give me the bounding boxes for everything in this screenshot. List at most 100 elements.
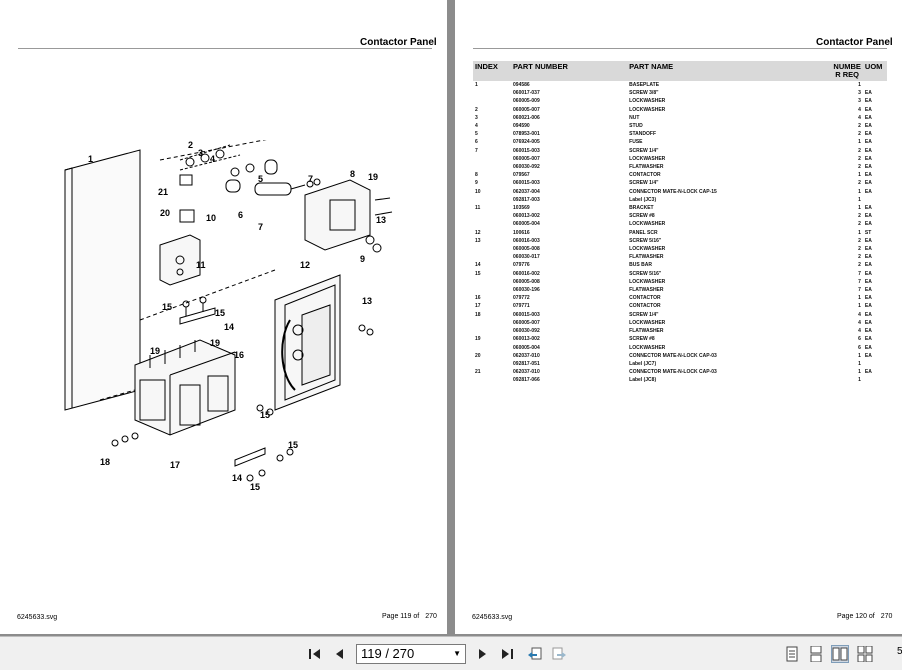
cell-uom: EA <box>864 270 872 277</box>
cell-qty: 1 <box>858 352 861 359</box>
callout-1: 1 <box>88 154 93 164</box>
cell-uom: EA <box>864 205 872 212</box>
callout-15d: 15 <box>288 440 298 450</box>
cell-uom: EA <box>864 172 872 179</box>
right-footer-total: 270 <box>880 613 893 620</box>
page-number-select[interactable]: 119 / 270 ▼ <box>356 644 466 664</box>
cell-index <box>473 97 511 105</box>
continuous-view-icon[interactable] <box>807 645 825 663</box>
cell-part-number: 062037-004 <box>513 188 540 195</box>
cell-qty: 1 <box>858 188 861 195</box>
cell-part-number: 060005-004 <box>513 221 540 228</box>
cell-part-number: 094590 <box>513 123 530 130</box>
cell-qty: 7 <box>858 270 861 277</box>
cell-part-number: 060015-003 <box>513 311 540 318</box>
cell-index: 2 <box>475 106 478 113</box>
cell-qty: 1 <box>858 205 861 212</box>
next-page-icon[interactable] <box>474 645 492 663</box>
cell-qty: 1 <box>858 360 861 367</box>
cell-part-number: 078953-001 <box>513 131 540 138</box>
last-page-icon[interactable] <box>498 645 516 663</box>
callout-20: 20 <box>160 208 170 218</box>
cell-qty: 1 <box>858 369 861 376</box>
cell-qty: 4 <box>858 328 861 335</box>
cell-qty: 2 <box>858 180 861 187</box>
callout-6: 6 <box>238 210 243 220</box>
cell-index: 12 <box>475 229 481 236</box>
cell-index <box>473 89 511 97</box>
viewer-toolbar: 119 / 270 ▼ <box>0 636 902 670</box>
cell-part-name: SCREW 5/16" <box>629 270 662 277</box>
callout-14a: 14 <box>224 322 234 332</box>
cell-part-name: CONNECTOR MATE-N-LOCK CAP-15 <box>629 188 717 195</box>
right-footer-page: Page 120 of 270 <box>837 613 892 620</box>
cell-part-number: 060030-196 <box>513 287 540 294</box>
cell-part-name: SCREW #8 <box>629 336 655 343</box>
left-footer-total: 270 <box>425 613 437 620</box>
cell-part-name: SCREW 5/16" <box>629 237 662 244</box>
callout-7a: 7 <box>258 222 263 232</box>
cell-qty: 2 <box>858 155 861 162</box>
cell-uom <box>863 376 887 384</box>
cell-part-name: Label (JC3) <box>629 196 657 203</box>
right-footer-page-text: Page 120 of <box>837 613 875 620</box>
prev-page-icon[interactable] <box>330 645 348 663</box>
cell-index: 8 <box>475 172 478 179</box>
cell-uom: EA <box>864 106 872 113</box>
cell-uom: EA <box>864 262 872 269</box>
cell-uom <box>863 360 887 368</box>
cell-index: 14 <box>475 262 481 269</box>
cell-uom: EA <box>864 287 872 294</box>
go-back-icon[interactable] <box>526 645 544 663</box>
callout-4: 4 <box>210 154 215 164</box>
cell-uom: EA <box>864 147 872 154</box>
cell-part-name: SCREW 3/8" <box>629 90 659 97</box>
right-page-title: Contactor Panel <box>816 37 893 48</box>
cell-part-number: 092817-066 <box>513 377 540 384</box>
go-forward-icon[interactable] <box>550 645 568 663</box>
left-header-rule <box>18 48 432 49</box>
cell-part-number: 100616 <box>513 229 530 236</box>
cell-part-number: 076924-005 <box>513 139 540 146</box>
cell-part-number: 060030-017 <box>513 254 540 261</box>
cell-qty: 2 <box>858 131 861 138</box>
cell-part-number: 060013-002 <box>513 213 540 220</box>
cell-index <box>473 360 511 368</box>
continuous-facing-view-icon[interactable] <box>856 645 874 663</box>
cell-qty: 2 <box>858 123 861 130</box>
callout-15c: 15 <box>260 410 270 420</box>
left-footer-page-text: Page 119 of <box>382 613 420 620</box>
cell-uom: EA <box>864 188 872 195</box>
cell-uom: EA <box>864 164 872 171</box>
cell-uom: EA <box>864 221 872 228</box>
cell-index: 17 <box>475 303 481 310</box>
cell-part-number: 060005-007 <box>513 155 540 162</box>
cell-part-number: 060005-008 <box>513 278 540 285</box>
cell-uom: EA <box>864 123 872 130</box>
cell-part-name: LOCKWASHER <box>629 278 666 285</box>
cell-index: 1 <box>475 82 478 88</box>
cell-part-number: 103569 <box>513 205 530 212</box>
cell-qty: 2 <box>858 147 861 154</box>
callout-2: 2 <box>188 140 193 150</box>
facing-view-icon[interactable] <box>831 645 849 663</box>
callout-15f: 13 <box>376 215 386 225</box>
single-page-view-icon[interactable] <box>783 645 801 663</box>
first-page-icon[interactable] <box>306 645 324 663</box>
right-header-rule <box>473 48 887 49</box>
cell-part-number: 060021-006 <box>513 114 540 121</box>
